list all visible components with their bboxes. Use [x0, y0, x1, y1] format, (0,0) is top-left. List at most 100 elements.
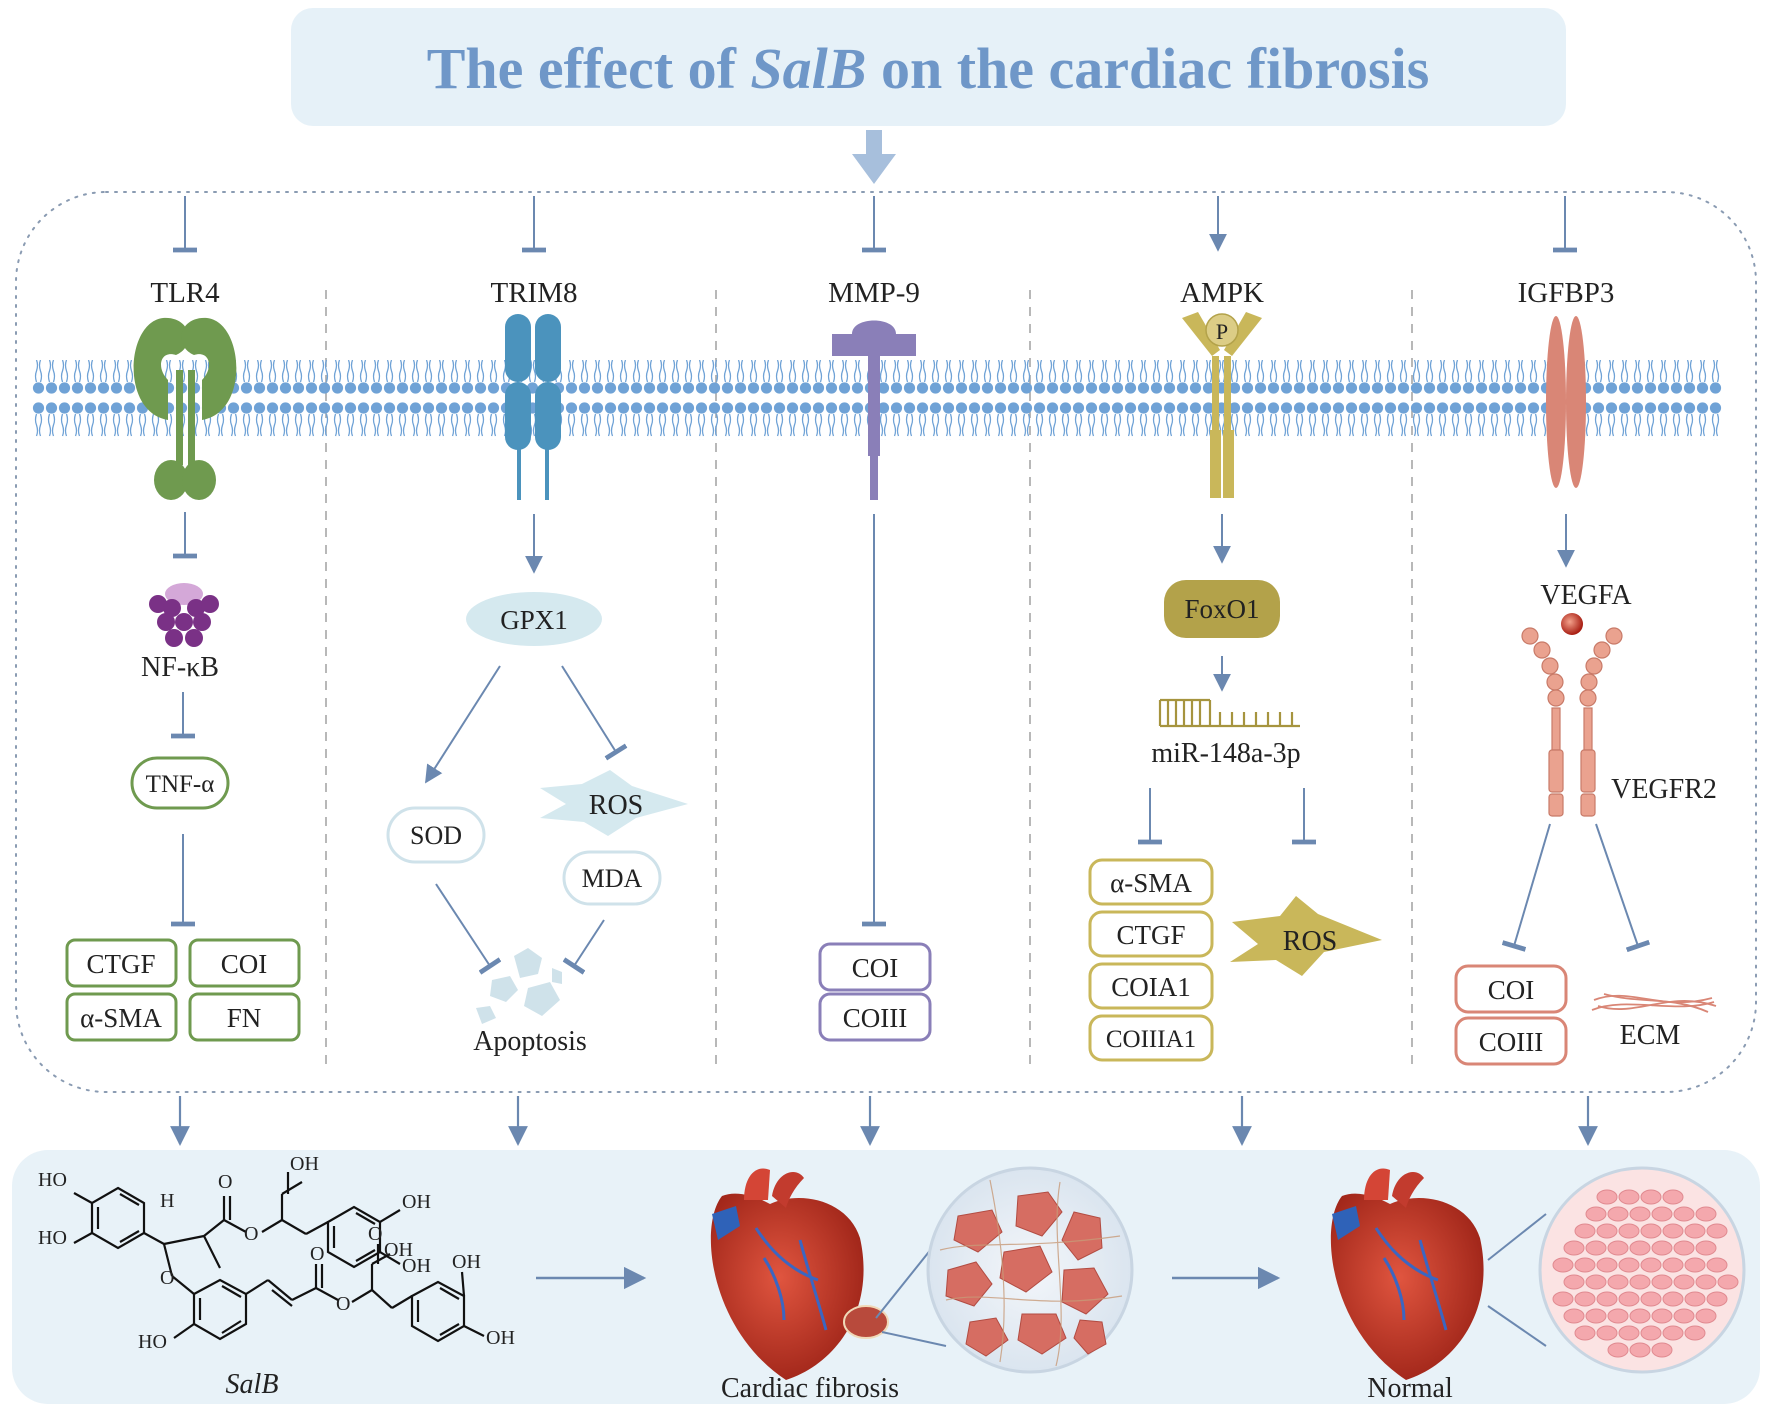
normal-cell: [1618, 1257, 1640, 1273]
apoptosis-label: Apoptosis: [473, 1026, 587, 1057]
ampk-label: AMPK: [1180, 277, 1264, 309]
normal-cell: [1695, 1240, 1717, 1256]
normal-cell: [1695, 1308, 1717, 1324]
mda-label: MDA: [582, 864, 643, 893]
mmp9-target-coiii-box: [818, 992, 932, 1042]
normal-cell: [1706, 1257, 1728, 1273]
normal-cell: [1585, 1240, 1607, 1256]
trim8-pathway: TRIM8 GPX1 SOD ROS MDA Apoptosis: [386, 277, 688, 1057]
normal-cell: [1706, 1223, 1728, 1239]
normal-cell: [1563, 1274, 1585, 1290]
page-title: The effect of SalB on the cardiac fibros…: [427, 36, 1430, 101]
normal-cell: [1651, 1342, 1673, 1358]
normal-cell: [1684, 1223, 1706, 1239]
igfbp3-target-coi-box: [1454, 964, 1568, 1014]
svg-text:OH: OH: [486, 1327, 515, 1349]
tlr4-target-boxes: [65, 938, 301, 1042]
bottom-panel: [12, 1150, 1760, 1404]
tlr4-pathway: TLR4 NF-κB TNF-α CTG: [65, 277, 301, 1042]
normal-cell: [1629, 1342, 1651, 1358]
normal-cell: [1673, 1274, 1695, 1290]
svg-text:O: O: [244, 1223, 258, 1245]
normal-cell: [1618, 1325, 1640, 1341]
normal-cell: [1651, 1206, 1673, 1222]
normal-cell: [1574, 1223, 1596, 1239]
normal-cell: [1640, 1325, 1662, 1341]
normal-cell: [1640, 1291, 1662, 1307]
mmp9-target-coiii: COIII: [843, 1003, 907, 1033]
normal-cell: [1717, 1274, 1739, 1290]
normal-cell: [1651, 1240, 1673, 1256]
ampk-target-asma: α-SMA: [1110, 868, 1192, 898]
normal-cell: [1607, 1274, 1629, 1290]
normal-cell: [1596, 1325, 1618, 1341]
normal-cell: [1585, 1274, 1607, 1290]
normal-tissue-icon: [1538, 1166, 1746, 1374]
normal-cell: [1552, 1291, 1574, 1307]
normal-label: Normal: [1367, 1373, 1453, 1404]
mda-box: [562, 850, 662, 906]
igfbp3-target-coiii: COIII: [1479, 1027, 1543, 1057]
normal-heart-icon: [1330, 1168, 1484, 1380]
sod-label: SOD: [410, 821, 462, 850]
foxo1-node: [1164, 580, 1280, 638]
normal-cell: [1673, 1206, 1695, 1222]
normal-cell: [1607, 1342, 1629, 1358]
ampk-pathway: AMPK P FoxO1 miR-148a-3p α: [1088, 277, 1382, 1062]
normal-cell: [1607, 1206, 1629, 1222]
igfbp3-target-coi: COI: [1488, 975, 1535, 1005]
svg-text:HO: HO: [38, 1169, 67, 1191]
normal-cell: [1552, 1257, 1574, 1273]
igfbp3-target-coiii-box: [1454, 1016, 1568, 1066]
normal-cell: [1629, 1240, 1651, 1256]
normal-cell: [1563, 1308, 1585, 1324]
normal-cell: [1662, 1325, 1684, 1341]
tlr4-target-fn: FN: [227, 1003, 262, 1033]
ampk-ros-label: ROS: [1283, 926, 1337, 957]
normal-cell: [1596, 1223, 1618, 1239]
phospho-label: P: [1216, 319, 1228, 344]
vegfa-label: VEGFA: [1540, 580, 1632, 611]
normal-cell: [1662, 1189, 1684, 1205]
normal-cell: [1695, 1206, 1717, 1222]
svg-text:O: O: [218, 1171, 232, 1193]
igfbp3-receptor-icon: [1546, 316, 1586, 488]
mmp9-receptor-icon: [832, 320, 916, 500]
svg-text:OH: OH: [452, 1251, 481, 1273]
svg-text:O: O: [160, 1267, 174, 1289]
tlr4-label: TLR4: [150, 277, 220, 309]
igfbp3-label: IGFBP3: [1518, 277, 1615, 309]
tlr4-target-ctgf: CTGF: [86, 949, 155, 979]
tnf-alpha-box: [130, 756, 230, 810]
normal-cell: [1640, 1257, 1662, 1273]
nfkb-label: NF-κB: [141, 652, 219, 683]
ecm-label: ECM: [1620, 1020, 1681, 1051]
normal-cell: [1596, 1291, 1618, 1307]
normal-cell: [1629, 1274, 1651, 1290]
svg-text:O: O: [368, 1223, 382, 1245]
tlr4-target-asma: α-SMA: [80, 1003, 162, 1033]
vegfa-ligand-icon: [1561, 613, 1583, 635]
ros-burst-icon: [540, 770, 688, 836]
mmp9-target-coi: COI: [852, 953, 899, 983]
normal-cell: [1662, 1291, 1684, 1307]
normal-cell: [1662, 1223, 1684, 1239]
salb-molecule-structure: [73, 1172, 485, 1343]
normal-cell: [1618, 1291, 1640, 1307]
ampk-target-coia1: COIA1: [1111, 972, 1191, 1002]
sod-box: [386, 806, 486, 864]
normal-cell: [1585, 1308, 1607, 1324]
normal-cell: [1618, 1223, 1640, 1239]
svg-text:HO: HO: [38, 1227, 67, 1249]
svg-text:H: H: [160, 1190, 174, 1212]
svg-text:OH: OH: [402, 1255, 431, 1277]
normal-cell: [1618, 1189, 1640, 1205]
ampk-receptor-icon: [1182, 312, 1262, 498]
normal-cell: [1596, 1257, 1618, 1273]
tlr4-receptor-icon: [133, 317, 237, 500]
svg-text:OH: OH: [384, 1239, 413, 1261]
phospho-icon: [1205, 313, 1239, 347]
bottom-arrows: [170, 1096, 1598, 1146]
normal-cell: [1651, 1308, 1673, 1324]
